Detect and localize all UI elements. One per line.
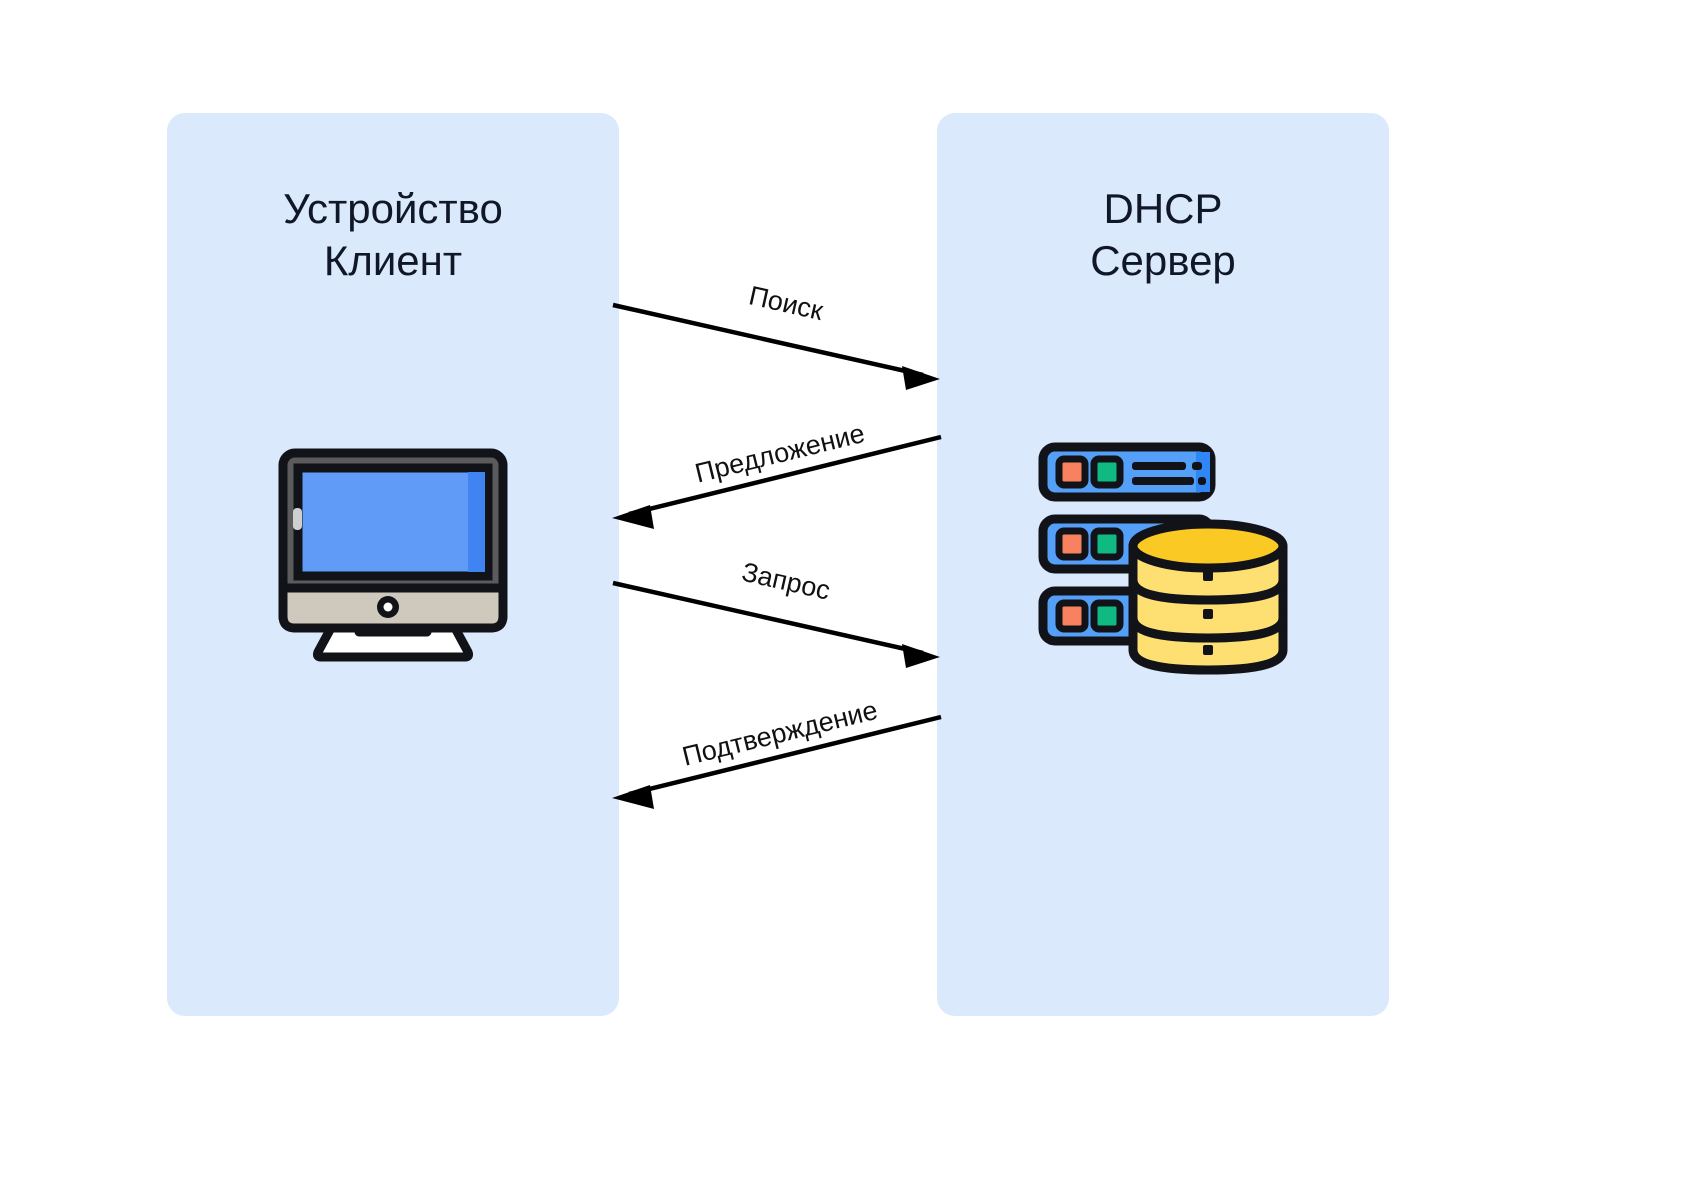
client-panel-title-line1: Устройство <box>283 185 503 232</box>
message-arrow-request: Запрос <box>612 557 940 668</box>
message-arrow-offer: Предложение <box>612 418 942 529</box>
server-rack-1-led-orange <box>1055 455 1089 489</box>
server-rack-3-led-teal <box>1090 599 1124 633</box>
server-rack-1-bar-bottom <box>1132 477 1194 485</box>
discover-arrow-head <box>902 366 940 390</box>
client-panel-title-line2: Клиент <box>324 237 462 284</box>
monitor-screen-shade <box>468 472 485 572</box>
offer-arrow-head <box>612 505 654 529</box>
server-rack-3-led-orange <box>1055 599 1089 633</box>
server-panel-title-line2: Сервер <box>1090 237 1236 284</box>
server-panel-title-line1: DHCP <box>1103 185 1222 232</box>
ack-arrow-label: Подтверждение <box>679 695 880 772</box>
discover-arrow-line <box>612 302 924 378</box>
ack-arrow-head <box>612 785 654 809</box>
server-rack-1-shade <box>1196 452 1210 492</box>
database-dot-1 <box>1203 571 1213 581</box>
message-arrow-ack: Подтверждение <box>612 695 942 809</box>
database-band-2 <box>1128 613 1288 643</box>
database-dot-2 <box>1203 609 1213 619</box>
ack-arrow-line <box>628 714 942 797</box>
message-arrow-discover: Поиск <box>612 280 940 390</box>
server-rack-2-led-teal <box>1090 527 1124 561</box>
database-server-icon <box>1038 442 1288 675</box>
database-cylinder-top <box>1128 519 1288 573</box>
server-rack-1-led-teal <box>1090 455 1124 489</box>
server-rack-1-dot-bottom <box>1198 477 1206 485</box>
server-rack-2-led-orange <box>1055 527 1089 561</box>
database-band-1 <box>1128 575 1288 605</box>
monitor-screen <box>293 463 493 581</box>
desktop-computer-icon <box>278 448 508 662</box>
monitor-power-dot <box>383 602 393 612</box>
request-arrow-label: Запрос <box>739 557 833 606</box>
offer-arrow-line <box>628 434 942 517</box>
discover-arrow-label: Поиск <box>746 280 826 326</box>
request-arrow-line <box>612 580 924 656</box>
request-arrow-head <box>902 644 940 668</box>
database-dot-3 <box>1203 645 1213 655</box>
server-rack-1-dot-top <box>1192 462 1202 470</box>
server-rack-1-bar-top <box>1132 462 1186 470</box>
monitor-bezel-notch <box>293 508 302 530</box>
